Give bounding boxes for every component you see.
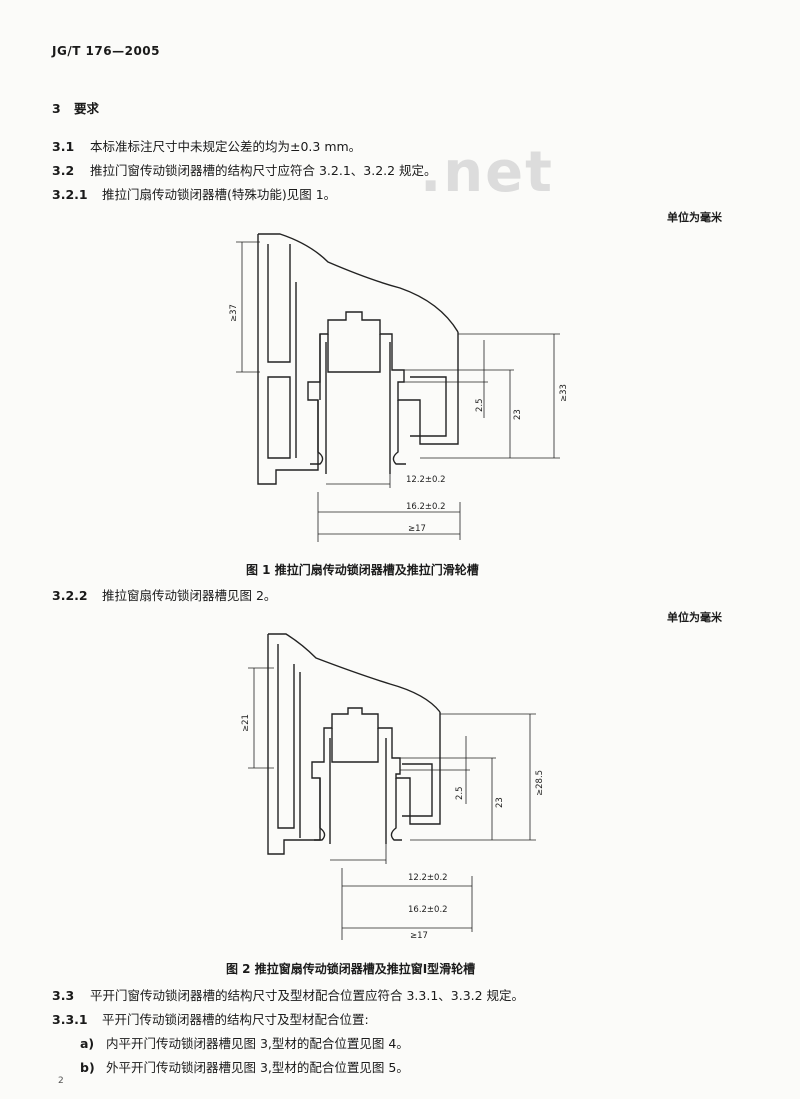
- clause-number: 3.2: [52, 163, 75, 178]
- fig2-dim-f: 16.2±0.2: [408, 905, 448, 915]
- fig2-dim-a: ≥21: [241, 714, 251, 732]
- clause-3-3: 3.3 平开门窗传动锁闭器槽的结构尺寸及型材配合位置应符合 3.3.1、3.3.2…: [52, 985, 524, 1004]
- fig2-dim-d: 2.5: [455, 786, 465, 800]
- clause-3-2: 3.2 推拉门窗传动锁闭器槽的结构尺寸应符合 3.2.1、3.2.2 规定。: [52, 160, 437, 179]
- fig1-dim-g: ≥17: [408, 524, 426, 534]
- clause-number: 3.2.2: [52, 588, 88, 603]
- section-title: 要求: [74, 101, 100, 116]
- fig1-dim-c: 23: [513, 409, 523, 420]
- figure-2-drawing: ≥21 ≥28.5 23 2.5 12.2±0.2 16.2±0.2 ≥17: [241, 633, 545, 941]
- page-number: 2: [58, 1076, 64, 1086]
- clause-3-1: 3.1 本标准标注尺寸中未规定公差的均为±0.3 mm。: [52, 136, 361, 155]
- fig2-dim-c: 23: [495, 797, 505, 808]
- watermark: .net: [420, 140, 554, 205]
- list-item-b: b) 外平开门传动锁闭器槽见图 3,型材的配合位置见图 5。: [80, 1057, 409, 1076]
- figure-1-caption: 图 1 推拉门扇传动锁闭器槽及推拉门滑轮槽: [246, 563, 479, 577]
- list-item-label: b): [80, 1060, 95, 1075]
- clause-number: 3.3.1: [52, 1012, 88, 1027]
- fig2-dim-e: 12.2±0.2: [408, 873, 448, 883]
- clause-text: 推拉门窗传动锁闭器槽的结构尺寸应符合 3.2.1、3.2.2 规定。: [90, 163, 437, 178]
- clause-text: 平开门传动锁闭器槽的结构尺寸及型材配合位置:: [102, 1012, 369, 1027]
- fig1-dim-a: ≥37: [229, 304, 239, 322]
- fig2-dim-b: ≥28.5: [535, 770, 545, 796]
- clause-number: 3.2.1: [52, 187, 88, 202]
- section-heading: 3 要求: [52, 98, 99, 117]
- clause-3-2-2: 3.2.2 推拉窗扇传动锁闭器槽见图 2。: [52, 585, 276, 604]
- fig1-dim-d: 2.5: [475, 398, 485, 412]
- clause-text: 推拉门扇传动锁闭器槽(特殊功能)见图 1。: [102, 187, 337, 202]
- standard-code-header: JG/T 176—2005: [52, 44, 161, 58]
- section-number: 3: [52, 101, 61, 116]
- clause-text: 推拉窗扇传动锁闭器槽见图 2。: [102, 588, 277, 603]
- clause-number: 3.3: [52, 988, 75, 1003]
- figure-2-caption: 图 2 推拉窗扇传动锁闭器槽及推拉窗Ⅰ型滑轮槽: [226, 962, 476, 976]
- list-item-a: a) 内平开门传动锁闭器槽见图 3,型材的配合位置见图 4。: [80, 1033, 409, 1052]
- unit-note-1: 单位为毫米: [667, 211, 722, 224]
- list-item-text: 外平开门传动锁闭器槽见图 3,型材的配合位置见图 5。: [106, 1060, 409, 1075]
- list-item-text: 内平开门传动锁闭器槽见图 3,型材的配合位置见图 4。: [106, 1036, 409, 1051]
- list-item-label: a): [80, 1036, 95, 1051]
- fig1-dim-b: ≥33: [559, 384, 569, 402]
- clause-text: 平开门窗传动锁闭器槽的结构尺寸及型材配合位置应符合 3.3.1、3.3.2 规定…: [90, 988, 525, 1003]
- figure-1-drawing: ≥37 ≥33 23 2.5 12.2±0.2 16.2±0.2 ≥17: [229, 233, 569, 542]
- fig1-dim-e: 12.2±0.2: [406, 475, 446, 485]
- fig2-dim-g: ≥17: [410, 931, 428, 941]
- clause-number: 3.1: [52, 139, 75, 154]
- fig1-dim-f: 16.2±0.2: [406, 502, 446, 512]
- clause-3-3-1: 3.3.1 平开门传动锁闭器槽的结构尺寸及型材配合位置:: [52, 1009, 369, 1028]
- unit-note-2: 单位为毫米: [667, 611, 722, 624]
- clause-3-2-1: 3.2.1 推拉门扇传动锁闭器槽(特殊功能)见图 1。: [52, 184, 336, 203]
- clause-text: 本标准标注尺寸中未规定公差的均为±0.3 mm。: [90, 139, 362, 154]
